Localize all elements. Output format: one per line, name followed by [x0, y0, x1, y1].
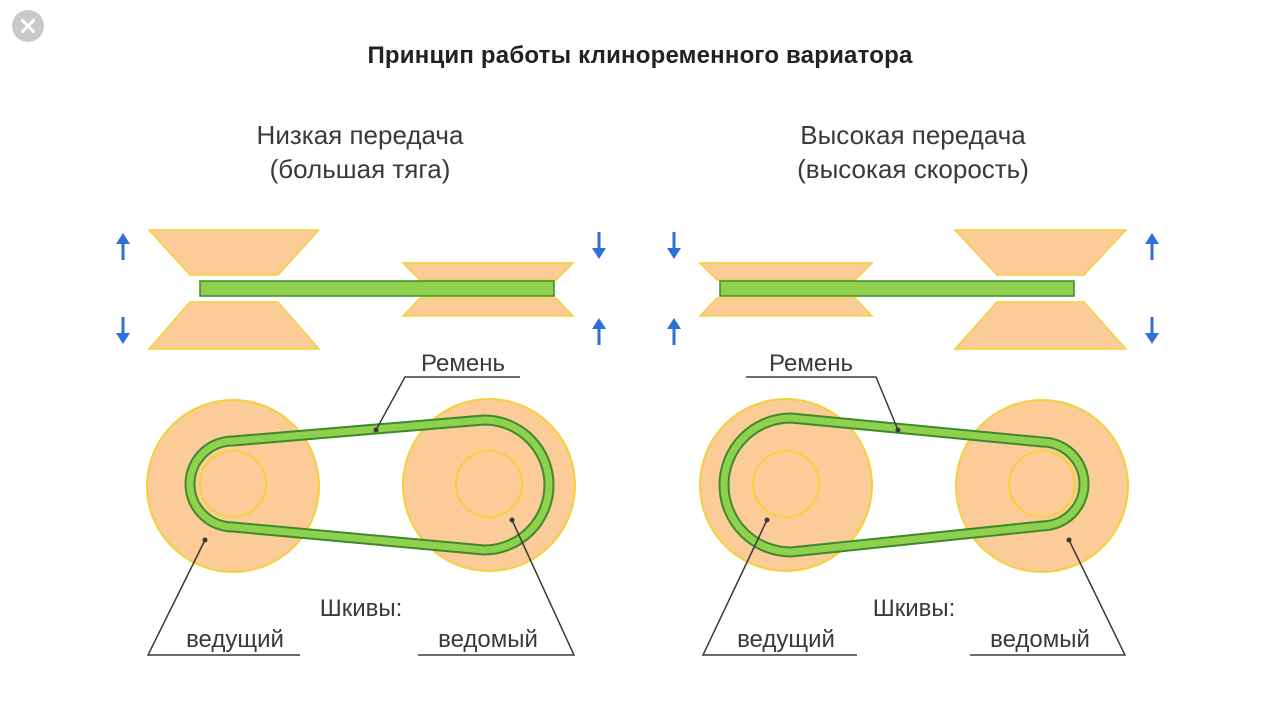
belt-leader-dot — [895, 427, 901, 433]
pulleys-label: Шкивы: — [873, 595, 956, 622]
drive-pulley-upper-cone — [698, 262, 874, 281]
belt-fill — [720, 414, 1088, 556]
drive-pulley-hub — [199, 450, 267, 518]
drive-leader — [701, 519, 857, 656]
driven-pulley — [955, 399, 1129, 573]
high-gear-heading: Высокая передача (высокая скорость) — [703, 118, 1123, 186]
low-gear-cross-section — [114, 229, 608, 350]
drive-pulley-label: ведущий — [186, 626, 284, 653]
drive-pulley-upper-cone — [147, 229, 321, 276]
arrow-down-icon — [1143, 315, 1161, 346]
high-gear-heading-line2: (высокая скорость) — [797, 154, 1029, 184]
low-gear-side-view: Ремень Шкивы: ведущий ведомый — [146, 350, 576, 656]
drive-pulley — [146, 399, 320, 573]
arrow-down-icon — [665, 230, 683, 261]
drive-pulley-lower-cone — [698, 297, 874, 317]
arrow-up-icon — [590, 316, 608, 347]
close-icon — [21, 19, 35, 33]
driven-pulley-lower-cone — [953, 301, 1128, 350]
drive-leader — [146, 539, 300, 656]
belt-cross-section — [199, 280, 555, 297]
driven-pulley-label: ведомый — [438, 626, 538, 653]
close-button[interactable] — [12, 10, 44, 42]
high-gear-heading-line1: Высокая передача — [800, 120, 1026, 150]
belt-label: Ремень — [421, 350, 505, 377]
low-gear-heading-line2: (большая тяга) — [269, 154, 451, 184]
driven-pulley-upper-cone — [953, 229, 1128, 276]
arrow-down-icon — [590, 230, 608, 261]
belt-leader — [746, 376, 899, 431]
arrow-up-icon — [665, 316, 683, 347]
belt-cross-section — [719, 280, 1075, 297]
high-gear-cross-section — [665, 229, 1161, 350]
driven-leader — [418, 519, 576, 656]
driven-leader-dot — [509, 517, 515, 523]
driven-pulley-upper-cone — [401, 262, 575, 281]
arrow-up-icon — [114, 231, 132, 262]
belt-leader — [375, 376, 520, 431]
driven-leader — [970, 539, 1127, 656]
drive-pulley-lower-cone — [147, 301, 321, 350]
low-gear-heading: Низкая передача (большая тяга) — [150, 118, 570, 186]
belt-leader-dot — [373, 427, 379, 433]
belt-label: Ремень — [769, 350, 853, 377]
high-gear-side-view: Ремень Шкивы: ведущий ведомый — [699, 350, 1129, 656]
drive-leader-dot — [202, 537, 208, 543]
arrow-down-icon — [114, 315, 132, 346]
driven-pulley-lower-cone — [401, 297, 575, 317]
drive-leader-dot — [764, 517, 770, 523]
driven-pulley-label: ведомый — [990, 626, 1090, 653]
diagram-title: Принцип работы клиноременного вариатора — [367, 42, 913, 69]
driven-pulley-hub — [455, 450, 523, 518]
belt-fill — [186, 416, 553, 554]
driven-pulley-hub — [1008, 450, 1076, 518]
low-gear-heading-line1: Низкая передача — [256, 120, 464, 150]
drive-pulley-hub — [752, 450, 820, 518]
driven-leader-dot — [1066, 537, 1072, 543]
pulleys-label: Шкивы: — [320, 595, 403, 622]
drive-pulley-label: ведущий — [737, 626, 835, 653]
arrow-up-icon — [1143, 231, 1161, 262]
